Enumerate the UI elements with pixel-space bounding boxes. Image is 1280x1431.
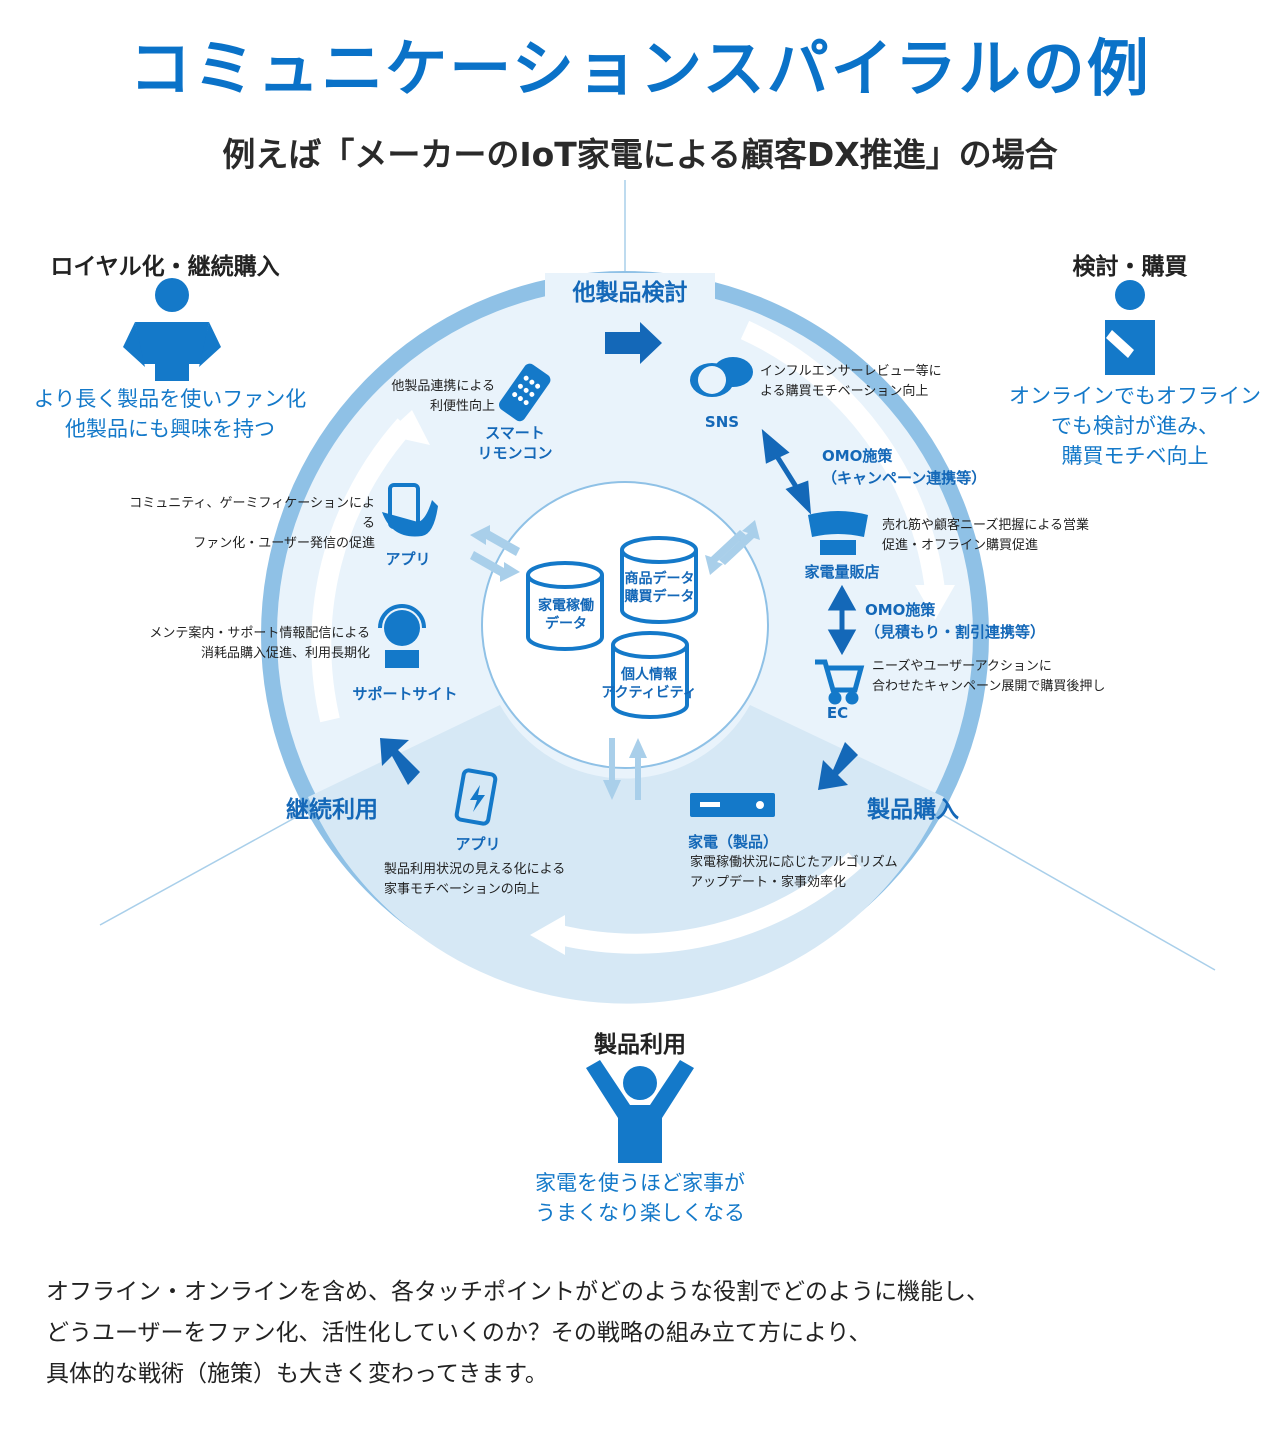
arrow-to-purchase (818, 742, 858, 790)
person-arms-up-icon (586, 1060, 694, 1163)
tp-app-community-desc: コミュニティ、ゲーミフィケーションによる ファン化・ユーザー発信の促進 (129, 496, 375, 551)
sns-chat-icon (690, 357, 753, 397)
tp-ec-name: EC (826, 704, 849, 722)
db-product-label: 商品データ 購買データ (624, 571, 695, 605)
tp-sns-name: SNS (704, 413, 740, 431)
tp-sns-desc: インフルエンサーレビュー等に よる購買モチベーション向上 (760, 364, 942, 399)
tp-remote-desc: 他製品連携による 利便性向上 (391, 379, 495, 414)
phase-purchase: 製品購入 (867, 797, 959, 823)
store-icon (808, 511, 868, 555)
cart-icon (815, 659, 865, 705)
tp-appliance-desc: 家電稼働状況に応じたアルゴリズム アップデート・家事効率化 (690, 855, 898, 890)
page-subtitle: 例えば「メーカーのIoT家電による顧客DX推進」の場合 (222, 135, 1058, 174)
tp-remote-name: スマート リモンコン (477, 424, 553, 462)
phase-continued-use: 継続利用 (286, 797, 378, 823)
omo-estimate: OMO施策 （見積もり・割引連携等） (865, 601, 1046, 641)
tp-app-community-name: アプリ (385, 550, 431, 568)
omo-campaign: OMO施策 （キャンペーン連携等） (822, 447, 987, 487)
persona-usage-desc: 家電を使うほど家事が うまくなり楽しくなる (535, 1171, 745, 1225)
tp-store-desc: 売れ筋や顧客ニーズ把握による営業 促進・オフライン購買促進 (882, 518, 1089, 553)
tp-appliance-name: 家電（製品） (688, 833, 779, 851)
persona-loyalty-title: ロイヤル化・継続購入 (50, 254, 280, 280)
database-icon (526, 536, 698, 719)
remote-control-icon (499, 363, 551, 422)
person-hands-on-hips-icon (123, 278, 221, 381)
persona-loyalty-desc: より長く製品を使いファン化 他製品にも興味を持つ (33, 387, 307, 441)
phase-other-products: 他製品検討 (545, 273, 715, 307)
persona-consider-title: 検討・購買 (1072, 254, 1188, 280)
tp-support-desc: メンテ案内・サポート情報配信による 消耗品購入促進、利用長期化 (149, 626, 370, 661)
persona-usage-title: 製品利用 (594, 1032, 686, 1058)
persona-consider-desc: オンラインでもオフライン でも検討が進み、 購買モチベ向上 (1009, 384, 1261, 468)
smartphone-icon (454, 768, 498, 826)
phase-arrows (380, 322, 858, 790)
set-top-box-icon (690, 793, 775, 817)
tp-store-name: 家電量販店 (804, 563, 880, 581)
phone-in-hand-icon (382, 483, 438, 537)
data-arrows (470, 520, 760, 800)
db-personal-label: 個人情報 アクティビティ (601, 667, 697, 701)
spiral-arrows (311, 320, 945, 954)
support-headset-icon (378, 604, 426, 668)
footer-text: オフライン・オンラインを含め、各タッチポイントがどのような役割でどのように機能し… (46, 1279, 989, 1387)
arrow-to-continued (380, 738, 420, 785)
tp-app-usage-desc: 製品利用状況の見える化による 家事モチベーションの向上 (384, 862, 566, 897)
tp-support-name: サポートサイト (352, 685, 458, 703)
page-title: コミュニケーションスパイラルの例 (129, 32, 1151, 105)
arrow-to-sns (605, 322, 662, 364)
tp-ec-desc: ニーズやユーザーアクションに 合わせたキャンペーン展開で購買後押し (872, 659, 1106, 694)
person-thinking-icon (1105, 280, 1155, 375)
db-operation-label: 家電稼働 データ (538, 598, 594, 632)
usage-sector (308, 705, 944, 1004)
tp-app-usage-name: アプリ (455, 835, 501, 853)
